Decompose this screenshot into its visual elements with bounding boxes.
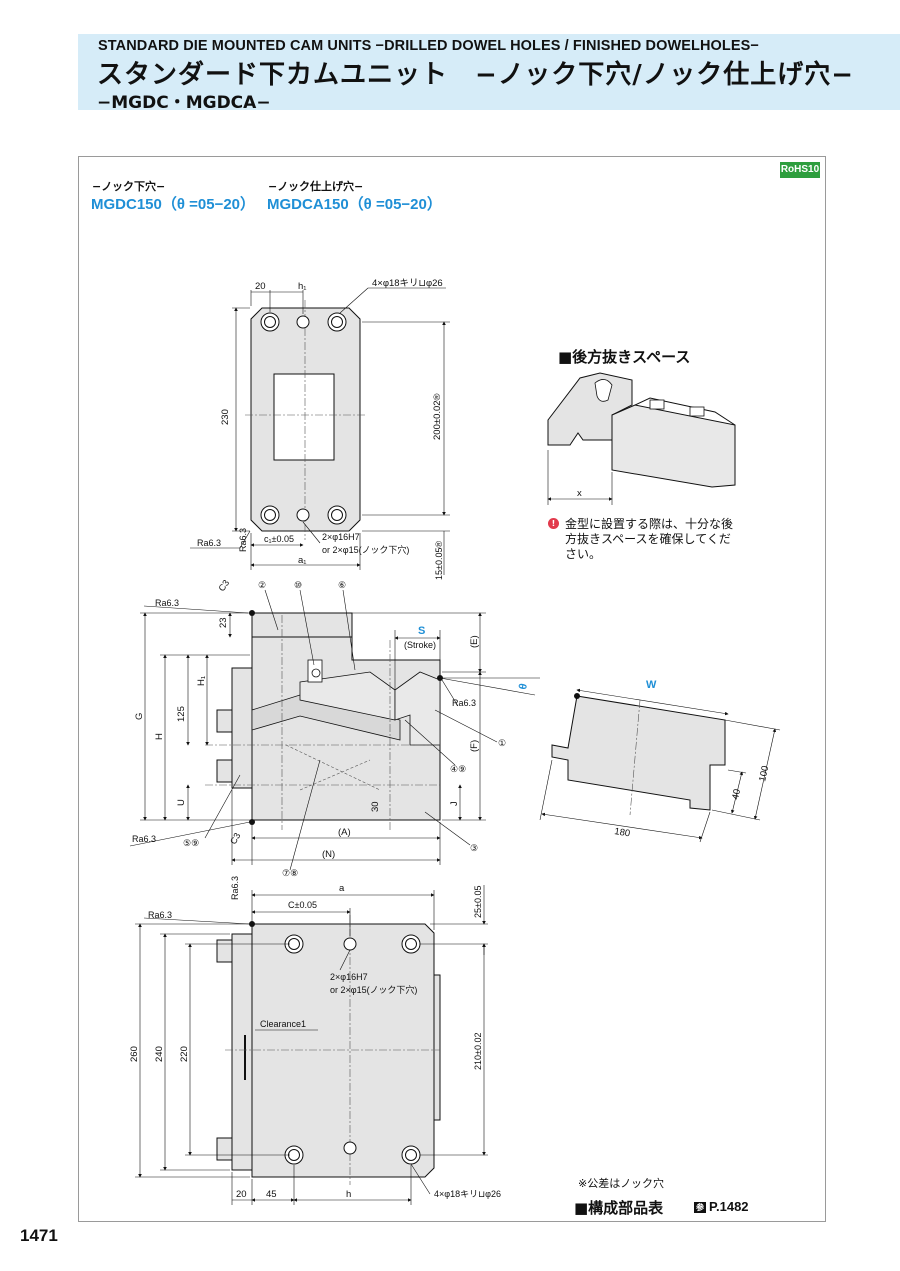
- header-band: [78, 34, 900, 110]
- bottom-dowel-spec-2: or 2×φ15(ノック下穴): [330, 984, 417, 995]
- stroke-label: (Stroke): [404, 640, 436, 650]
- side-dim-G: G: [134, 713, 145, 720]
- top-dim-20: 20: [255, 281, 266, 292]
- side-dim-U: U: [176, 799, 187, 806]
- rohs-badge: RoHS10: [780, 162, 820, 178]
- back-dim-x: x: [577, 488, 582, 499]
- bottom-dim-25: 25±0.05: [473, 886, 483, 918]
- iso-dim-180: 180: [614, 826, 631, 839]
- iso-block-view: W 100 40 180: [539, 679, 781, 843]
- bottom-ra-left: Ra6.3: [148, 910, 172, 920]
- part-4-9: ④⑨: [450, 764, 466, 774]
- top-dim-c1: c₁±0.05: [264, 534, 294, 544]
- side-ra-right: Ra6.3: [452, 698, 476, 708]
- bottom-dim-20: 20: [236, 1189, 247, 1200]
- side-dim-H1: H₁: [196, 676, 207, 686]
- reference-icon: 参: [694, 1202, 706, 1214]
- reference-page: P.1482: [709, 1199, 749, 1214]
- bottom-clearance: Clearance1: [260, 1019, 306, 1029]
- part-1: ①: [498, 738, 506, 748]
- side-dim-J: J: [449, 801, 460, 806]
- side-c3-bottom: C3: [228, 831, 242, 846]
- bottom-view: Ra6.3 Ra6.3 a C±0.05 25±0.05 2×φ16H7 or …: [129, 876, 501, 1205]
- top-dim-a1: a₁: [298, 555, 307, 566]
- part-3: ③: [470, 843, 478, 853]
- side-dim-30: 30: [370, 801, 381, 812]
- part-7-8: ⑦⑧: [282, 868, 298, 878]
- part-2: ②: [258, 580, 266, 590]
- bottom-dim-C: C±0.05: [288, 900, 317, 910]
- bottom-holes-spec: 4×φ18キリ⊔φ26: [434, 1189, 501, 1199]
- top-dim-200: 200±0.02®: [432, 393, 443, 440]
- side-dim-125: 125: [176, 706, 187, 722]
- stroke-S: S: [418, 625, 425, 637]
- model-codes: −MGDC・MGDCA−: [97, 93, 271, 113]
- variant-label-drilled: −ノック下穴−: [92, 180, 166, 193]
- title-japanese: スタンダード下カムユニット −ノック下穴/ノック仕上げ穴−: [97, 60, 855, 90]
- caution-icon: !: [548, 518, 559, 529]
- top-dowel-spec-2: or 2×φ15(ノック下穴): [322, 544, 409, 555]
- side-dim-23: 23: [218, 617, 229, 628]
- side-ra-bottom: Ra6.3: [132, 834, 156, 844]
- variant-label-finished: −ノック仕上げ穴−: [268, 180, 364, 193]
- side-c3-top: C3: [216, 578, 231, 593]
- bottom-dim-210: 210±0.02: [473, 1033, 483, 1070]
- bottom-dim-h: h: [346, 1189, 351, 1200]
- top-view: 20 h₁ 4×φ18キリ⊔φ26 230 200±0.02® Ra6.3 Ra…: [190, 278, 450, 580]
- theta-label: θ: [517, 683, 530, 691]
- top-dim-h1: h₁: [298, 281, 307, 292]
- bottom-dim-240: 240: [154, 1046, 165, 1062]
- part-10: ⑩: [294, 580, 302, 590]
- bottom-dim-220: 220: [179, 1046, 190, 1062]
- iso-dim-100: 100: [757, 765, 771, 783]
- side-view: Ra6.3 C3 ② ⑩ ⑥ ① ④⑨ ③ ⑤⑨ ⑦⑧ 23 H₁ 125 G …: [129, 578, 540, 878]
- bottom-ra-top: Ra6.3: [230, 876, 240, 900]
- side-ra-top: Ra6.3: [155, 598, 179, 608]
- part-5-9: ⑤⑨: [183, 838, 199, 848]
- top-ra-side: Ra6.3: [238, 528, 248, 552]
- side-dim-A: (A): [338, 827, 351, 838]
- bottom-dim-260: 260: [129, 1046, 140, 1062]
- tolerance-note: ※公差はノック穴: [578, 1177, 664, 1190]
- bottom-dim-a: a: [339, 883, 345, 894]
- bottom-dim-45: 45: [266, 1189, 277, 1200]
- title-english: STANDARD DIE MOUNTED CAM UNITS −DRILLED …: [98, 38, 759, 54]
- back-space-view: x: [547, 372, 736, 505]
- top-dim-15: 15±0.05®: [434, 541, 444, 580]
- side-dim-H: H: [154, 733, 165, 740]
- variant-code-mgdc[interactable]: MGDC150（θ =05−20）: [91, 196, 256, 213]
- top-dowel-spec-1: 2×φ16H7: [322, 532, 360, 542]
- back-space-note: 金型に設置する際は、十分な後方抜きスペースを確保してください。: [565, 517, 734, 561]
- parts-table-link[interactable]: ■構成部品表: [574, 1199, 664, 1217]
- part-6: ⑥: [338, 580, 346, 590]
- iso-dim-W: W: [646, 679, 657, 691]
- side-dim-F: (F): [469, 740, 480, 752]
- top-dim-230: 230: [220, 409, 231, 425]
- page-number: 1471: [20, 1226, 58, 1245]
- bottom-dowel-spec-1: 2×φ16H7: [330, 972, 368, 982]
- top-ra-left: Ra6.3: [197, 538, 221, 548]
- side-dim-N: (N): [322, 849, 335, 860]
- iso-dim-40: 40: [730, 788, 743, 801]
- side-dim-E: (E): [469, 635, 480, 648]
- variant-code-mgdca[interactable]: MGDCA150（θ =05−20）: [267, 196, 442, 213]
- top-holes-spec: 4×φ18キリ⊔φ26: [372, 278, 443, 289]
- drawing-frame: [78, 156, 826, 1222]
- back-space-title: ■後方抜きスペース: [558, 348, 691, 366]
